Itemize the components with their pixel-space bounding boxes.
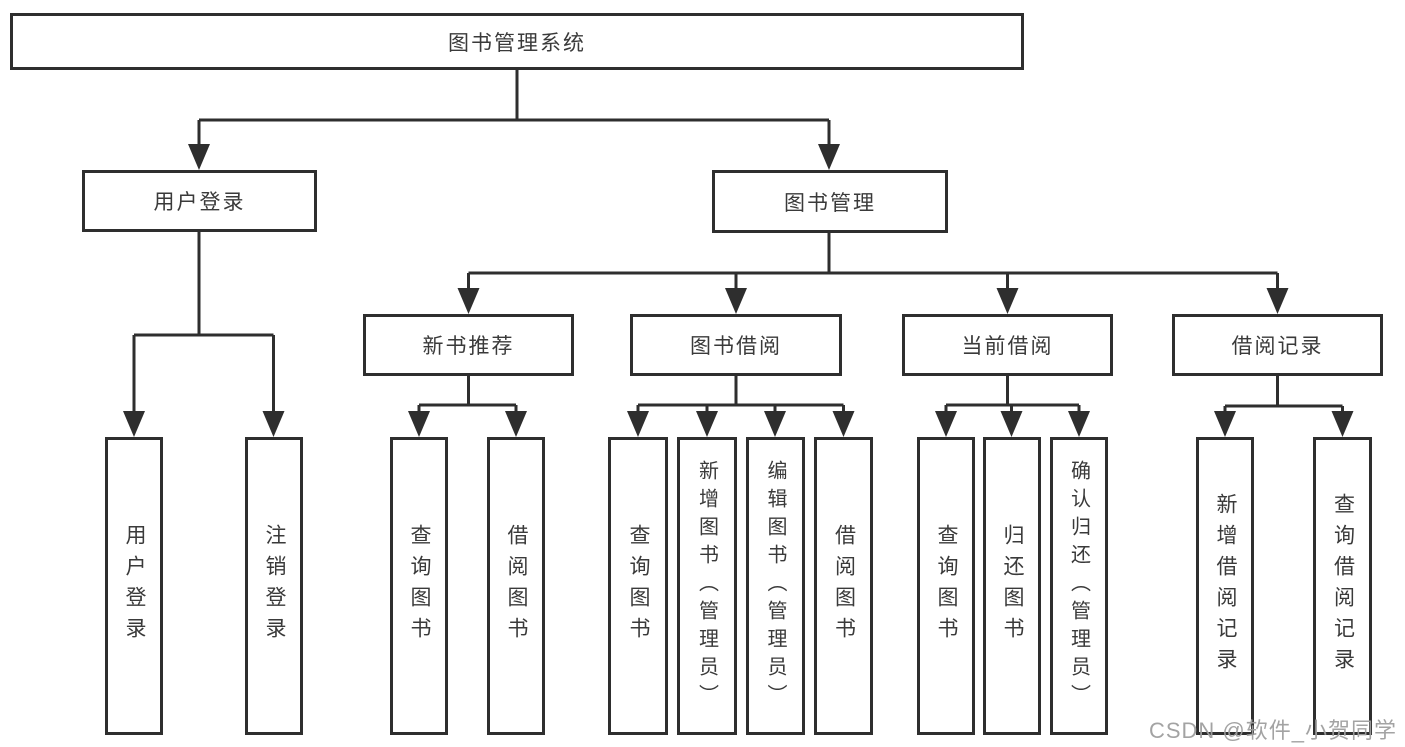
leaf-query-books-recommend: 查询图书	[390, 437, 448, 735]
node-current-borrowing: 当前借阅	[902, 314, 1113, 376]
node-root: 图书管理系统	[10, 13, 1024, 70]
leaf-borrow-books-borrowing: 借阅图书	[814, 437, 873, 735]
node-book-borrowing: 图书借阅	[630, 314, 842, 376]
node-new-book-recommendation: 新书推荐	[363, 314, 574, 376]
leaf-query-books-borrowing: 查询图书	[608, 437, 668, 735]
leaf-query-books-current: 查询图书	[917, 437, 975, 735]
node-borrowing-records: 借阅记录	[1172, 314, 1383, 376]
leaf-user-login: 用户登录	[105, 437, 163, 735]
node-user-login: 用户登录	[82, 170, 317, 232]
node-book-management: 图书管理	[712, 170, 948, 233]
leaf-return-books: 归还图书	[983, 437, 1041, 735]
leaf-confirm-return-admin: 确认归还（管理员）	[1050, 437, 1108, 735]
watermark: CSDN @软件_小贺同学	[1148, 718, 1397, 743]
leaf-add-borrow-record: 新增借阅记录	[1196, 437, 1254, 735]
leaf-add-books-admin: 新增图书（管理员）	[677, 437, 737, 735]
leaf-query-borrow-record: 查询借阅记录	[1313, 437, 1372, 735]
leaf-borrow-books-recommend: 借阅图书	[487, 437, 545, 735]
leaf-logout: 注销登录	[245, 437, 303, 735]
leaf-edit-books-admin: 编辑图书（管理员）	[746, 437, 805, 735]
